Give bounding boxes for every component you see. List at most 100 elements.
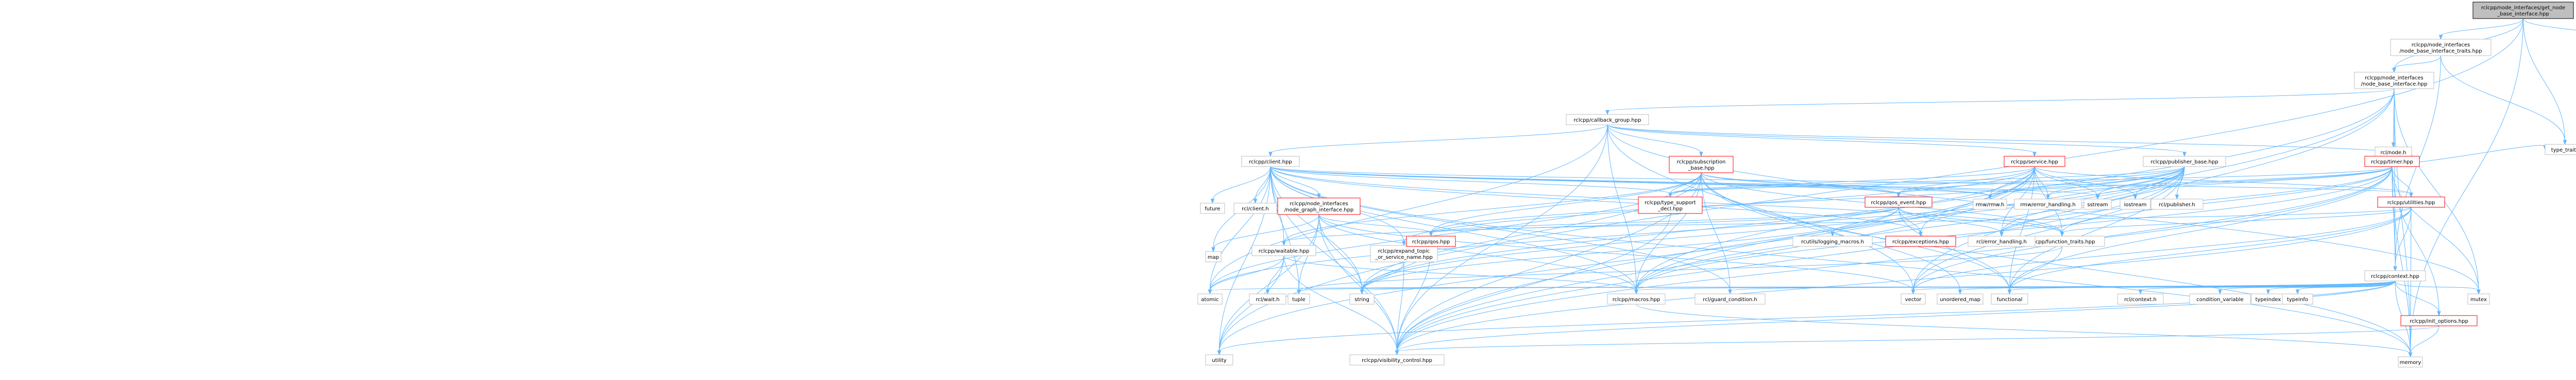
graph-node[interactable]: iostream (2120, 199, 2151, 210)
graph-node[interactable]: rmw/rmw.h (1973, 199, 2007, 210)
node-label: /node_graph_interface.hpp (1284, 207, 1353, 213)
dependency-edge (1362, 261, 1404, 291)
dependency-edge (2392, 166, 2412, 194)
graph-node[interactable]: functional (1991, 293, 2028, 305)
graph-node[interactable]: memory (2398, 356, 2423, 368)
dependency-edge (1283, 255, 1397, 352)
node-label: rcl/node.h (2380, 150, 2406, 156)
graph-node[interactable]: condition_variable (2189, 293, 2251, 305)
graph-node[interactable]: rclcpp/subscription_base.hpp (1669, 156, 1734, 173)
edge-arrowhead (1668, 192, 1672, 198)
dependency-edge (1701, 172, 1899, 194)
node-label: /node_base_interface_traits.hpp (2399, 48, 2482, 54)
graph-node[interactable]: rclcpp/waitable.hpp (1251, 245, 1316, 256)
dependency-edge (1701, 172, 2411, 354)
graph-node[interactable]: atomic (1197, 293, 1223, 305)
graph-node[interactable]: utility (1205, 354, 1233, 366)
edge-arrowhead (2391, 142, 2396, 148)
graph-node[interactable]: rcl/wait.h (1249, 293, 1286, 305)
node-label: rclcpp/expand_topic (1378, 249, 1430, 254)
graph-node[interactable]: rclcpp/utilities.hpp (2377, 196, 2445, 208)
dependency-edge (1730, 280, 2396, 291)
graph-node[interactable]: string (1349, 293, 1375, 305)
graph-node[interactable]: typeindex (2251, 293, 2285, 305)
dependency-edge (1913, 166, 2393, 291)
edge-arrowhead (2095, 194, 2100, 200)
node-box (1349, 354, 1445, 366)
node-box (1249, 293, 1286, 305)
graph-node[interactable]: sstream (2083, 199, 2112, 210)
dependency-edge (2392, 166, 2439, 313)
graph-node[interactable]: rclcpp/timer.hpp (2364, 156, 2420, 167)
node-label: rclcpp/utilities.hpp (2387, 200, 2435, 206)
graph-node[interactable]: type_traits (2545, 144, 2576, 155)
node-label: atomic (1201, 297, 1218, 303)
graph-node[interactable]: future (1200, 203, 1225, 214)
graph-node[interactable]: rclcpp/node_interfaces/node_base_interfa… (2354, 72, 2434, 89)
edge-arrowhead (1253, 199, 1258, 204)
node-label: rclcpp/callback_group.hpp (1574, 118, 1641, 123)
dependency-edge (1397, 166, 2393, 352)
node-label: rclcpp/qos_event.hpp (1871, 200, 1926, 206)
node-label: _or_service_name.hpp (1375, 255, 1433, 260)
graph-node[interactable]: rcl/guard_condition.h (1694, 293, 1766, 305)
graph-node[interactable]: mutex (2467, 293, 2490, 305)
graph-node[interactable]: rclcpp/service.hpp (2004, 156, 2065, 167)
node-label: type_traits (2551, 147, 2576, 153)
graph-node[interactable]: typeinfo (2282, 293, 2313, 305)
graph-node[interactable]: rclcpp/node_interfaces/node_base_interfa… (2390, 39, 2492, 56)
node-box (2467, 293, 2490, 305)
node-box (2150, 199, 2204, 210)
graph-node[interactable]: rcl/node.h (2375, 146, 2412, 158)
graph-node[interactable]: rclcpp/qos_event.hpp (1865, 196, 1933, 208)
graph-node[interactable]: tuple (1287, 293, 1310, 305)
dependency-edge (1298, 280, 2396, 291)
dependency-edge (1210, 255, 1284, 291)
graph-node[interactable]: rclcpp/visibility_control.hpp (1349, 354, 1445, 366)
graph-node[interactable]: unordered_map (1937, 293, 1984, 305)
graph-node[interactable]: rclcpp/expand_topic_or_service_name.hpp (1370, 245, 1438, 262)
graph-node[interactable]: rclcpp/publisher_base.hpp (2143, 156, 2226, 167)
graph-node[interactable]: rclcpp/exceptions.hpp (1885, 236, 1956, 247)
graph-node[interactable]: rclcpp/callback_group.hpp (1566, 114, 1649, 125)
dependency-edge (2009, 166, 2185, 291)
graph-node[interactable]: rclcpp/macros.hpp (1607, 293, 1666, 305)
dependency-edge (2523, 18, 2565, 142)
graph-node[interactable]: vector (1901, 293, 1926, 305)
dependency-edge (1397, 88, 2395, 352)
node-label: rclcpp/node_interfaces (1290, 201, 1348, 207)
graph-node[interactable]: rclcpp/context.hpp (2364, 270, 2426, 282)
graph-node[interactable]: rcl/client.h (1233, 203, 1277, 214)
edge-arrowhead (2392, 68, 2396, 73)
dependency-edge (2395, 207, 2412, 268)
graph-node[interactable]: map (1205, 251, 1222, 262)
node-box (1638, 196, 1703, 214)
graph-node[interactable]: rclcpp/node_interfaces/get_node_base_int… (2472, 2, 2574, 19)
graph-node[interactable]: rcl/context.h (2117, 293, 2164, 305)
graph-node[interactable]: rcutils/logging_macros.h (1792, 236, 1873, 247)
dependency-edge (1607, 124, 2393, 154)
graph-node[interactable]: rcl/error_handling.h (1968, 236, 2036, 247)
graph-node[interactable]: rclcpp/client.hpp (1241, 156, 1300, 167)
edge-arrowhead (1265, 289, 1270, 295)
dependency-edge (2297, 280, 2396, 291)
dependency-edge (2410, 18, 2523, 354)
node-label: future (1205, 206, 1220, 212)
edge-arrowhead (2266, 289, 2270, 295)
graph-node[interactable]: rclcpp/node_interfaces/node_graph_interf… (1277, 197, 1361, 215)
dependency-edge (2394, 55, 2441, 70)
dependency-edge (1397, 325, 2439, 352)
dependency-edge (1913, 166, 2185, 291)
dependency-edge (1270, 166, 1284, 243)
dependency-edge (2523, 18, 2576, 30)
graph-node[interactable]: rmw/error_handling.h (2014, 199, 2082, 210)
graph-node[interactable]: rclcpp/type_support_decl.hpp (1638, 196, 1703, 214)
graph-node[interactable]: rcl/publisher.h (2150, 199, 2204, 210)
node-box (1607, 293, 1666, 305)
graph-node[interactable]: rclcpp/qos.hpp (1406, 236, 1456, 247)
graph-node[interactable]: rclcpp/init_options.hpp (2400, 315, 2478, 326)
dependency-edge (1219, 280, 2396, 352)
edge-arrowhead (1282, 241, 1286, 246)
dependency-edge (1397, 280, 2396, 352)
dependency-edge (1397, 213, 1671, 352)
